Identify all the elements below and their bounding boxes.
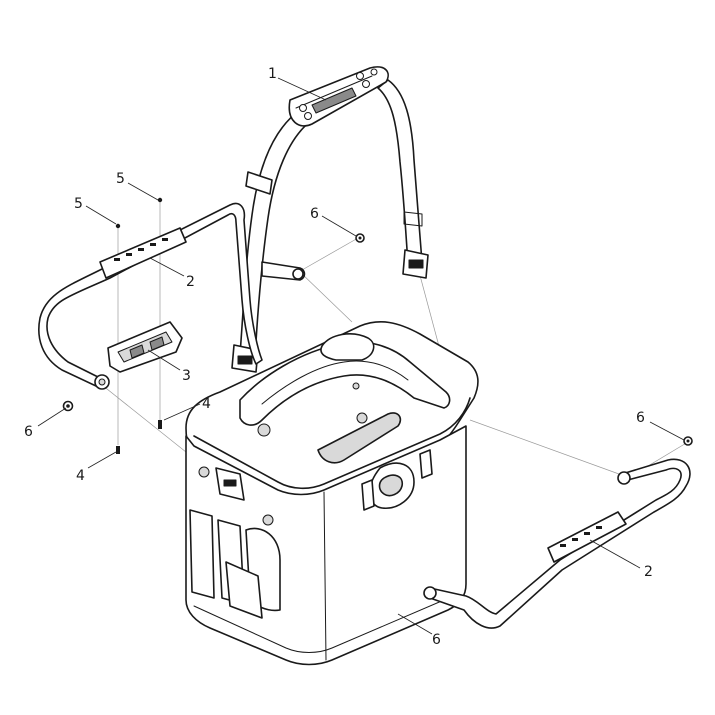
clamp-bracket <box>107 321 183 373</box>
callout-5-upper: 5 <box>116 171 125 187</box>
callout-labels: 1 2 2 3 4 4 5 5 6 6 6 6 <box>24 66 653 648</box>
callout-5-lower: 5 <box>74 196 83 212</box>
callout-6-right: 6 <box>636 410 645 426</box>
screw-5-left <box>115 223 121 229</box>
callout-6-top: 6 <box>310 206 319 222</box>
bolt-4-lower <box>116 446 120 454</box>
callout-2-right: 2 <box>644 564 653 580</box>
callout-2-left: 2 <box>186 274 195 290</box>
mounting-rail-left <box>38 202 263 390</box>
mounting-rail-right <box>423 458 691 629</box>
callout-4-upper: 4 <box>202 396 211 412</box>
callout-1: 1 <box>268 66 277 82</box>
callout-6-left: 6 <box>24 424 33 440</box>
callout-3: 3 <box>182 368 191 384</box>
callout-4-lower: 4 <box>76 468 85 484</box>
pannier-case <box>185 321 479 666</box>
carry-strap <box>231 66 429 373</box>
bolt-4-upper <box>158 420 162 429</box>
strap-lug <box>261 261 306 281</box>
screw-5-right <box>157 197 163 203</box>
callout-6-bottom: 6 <box>432 632 441 648</box>
callout-leaders <box>37 77 685 635</box>
